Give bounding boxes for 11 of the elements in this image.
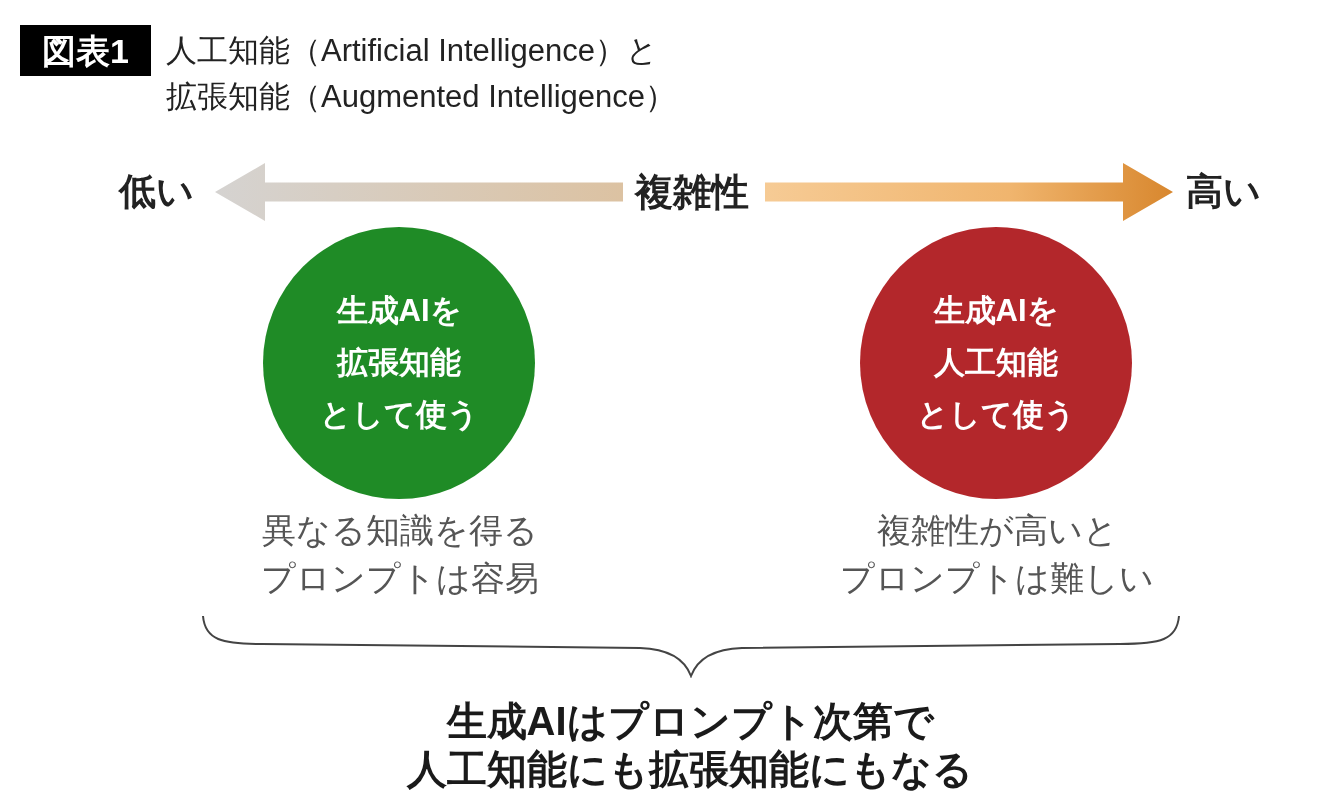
- figure-badge: [20, 25, 151, 76]
- node-caption: 複雑性が高いとプロンプトは難しい: [839, 510, 1155, 599]
- conclusion-text: 生成AIはプロンプト次第で人工知能にも拡張知能にもなる: [405, 698, 974, 793]
- node-label: 生成AIを人工知能として使う: [916, 292, 1076, 434]
- node-label: 生成AIを拡張知能として使う: [319, 292, 479, 434]
- diagram-title: 人工知能（Artificial Intelligence）と拡張知能（Augmented Intelligence）: [166, 32, 676, 116]
- axis-end-label: 低い: [119, 170, 194, 214]
- axis-label: 複雑性: [635, 170, 749, 215]
- axis-end-label: 高い: [1186, 170, 1261, 214]
- figure-number: 図表1: [42, 33, 129, 68]
- node-caption: 異なる知識を得るプロンプトは容易: [260, 510, 540, 599]
